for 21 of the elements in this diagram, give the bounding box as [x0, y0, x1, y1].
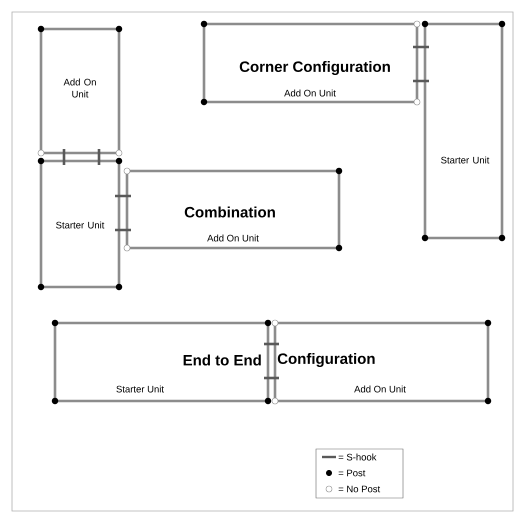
configuration-title: Combination — [184, 206, 275, 218]
legend-text: = No Post — [338, 486, 380, 492]
unit-box — [424, 22, 504, 240]
unit-label: Starter Unit — [441, 156, 490, 164]
unit-box — [274, 322, 490, 402]
configuration-title: Configuration — [278, 352, 375, 368]
legend-text: = S-hook — [338, 454, 376, 460]
unit-box — [202, 22, 418, 104]
unit-label: Add On Unit — [354, 386, 406, 392]
unit-box — [54, 322, 270, 402]
unit-box — [126, 170, 340, 250]
unit-label: Add On Unit — [284, 90, 336, 96]
unit-label: Starter Unit — [116, 386, 164, 392]
unit-label: Add On Unit — [207, 234, 259, 242]
unit-label: Add On Unit — [64, 78, 96, 98]
unit-label: Starter Unit — [56, 222, 104, 228]
configuration-title: End to End — [184, 354, 261, 366]
configuration-title: Corner Configuration — [240, 60, 390, 76]
unit-box — [40, 28, 120, 154]
unit-box — [40, 160, 120, 288]
legend-text: = Post — [338, 470, 366, 476]
